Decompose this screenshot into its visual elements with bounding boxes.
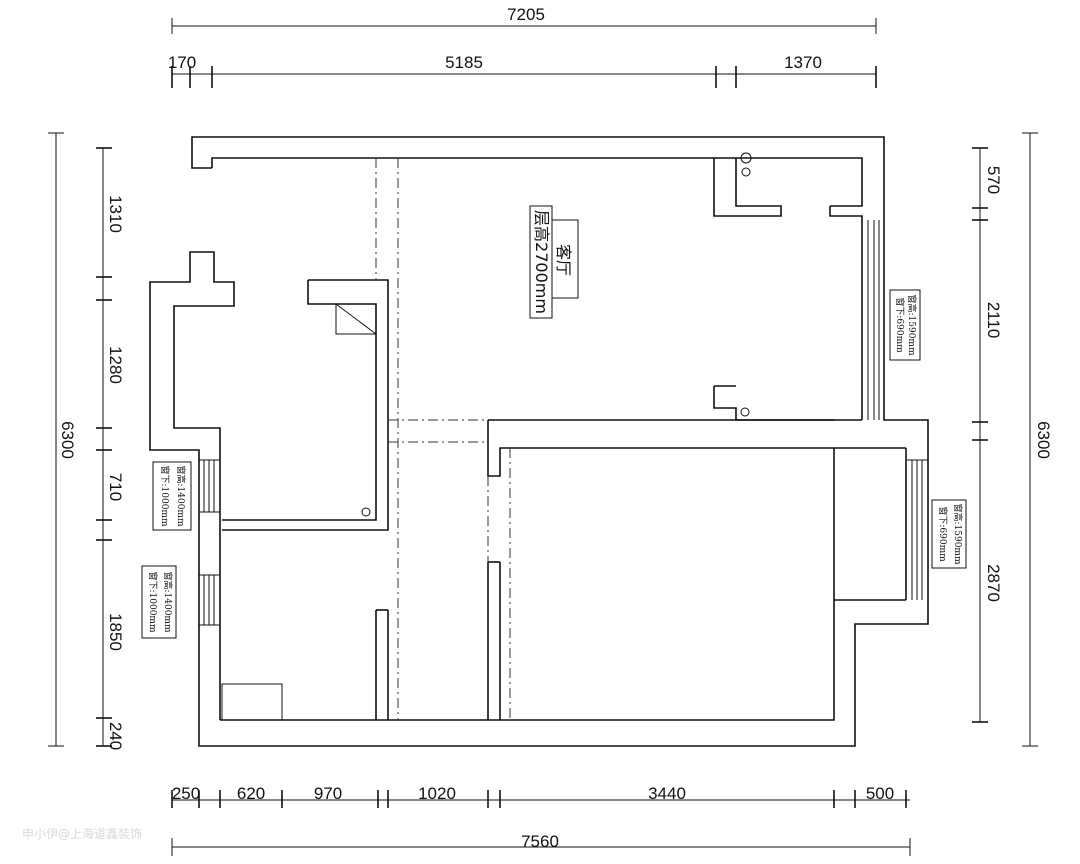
left-dimension-total: 6300	[48, 132, 77, 747]
note-lu-1: 窗下:1000mm	[159, 465, 171, 526]
window-right-lower	[906, 459, 928, 600]
watermark: 申小伊@上海道鑫装饰	[22, 826, 142, 841]
right-seg-2: 2110	[984, 302, 1003, 339]
right-seg-1: 570	[984, 166, 1003, 194]
exterior-walls	[149, 136, 929, 747]
window-note-right-lower: 窗下:690mm 窗高:1590mm	[931, 499, 967, 569]
note-ru-2: 窗高:1590mm	[906, 294, 918, 355]
bottom-dimension-segments: 250 620 970 1020 3440 500	[171, 784, 910, 808]
living-room-height: 层高2700mm	[532, 210, 551, 314]
top-seg-1: 170	[168, 53, 196, 72]
window-note-right-upper: 窗下:690mm 窗高:1590mm	[889, 289, 921, 361]
living-room-name: 客厅	[554, 244, 573, 276]
left-seg-1: 1310	[106, 195, 125, 233]
right-dimension-segments: 570 2110 2870	[972, 147, 1003, 723]
left-seg-3: 710	[106, 473, 125, 501]
top-dimension-total: 7205	[171, 5, 877, 34]
living-room-label: 层高2700mm 客厅	[529, 205, 579, 319]
top-dimension-segments: 170 5185 1370	[168, 53, 877, 88]
right-seg-3: 2870	[984, 564, 1003, 602]
bottom-seg-2: 620	[237, 784, 265, 803]
window-note-left-upper: 窗下:1000mm 窗高:1400mm	[152, 461, 192, 531]
opening-lines	[375, 158, 511, 720]
window-left-upper	[199, 459, 220, 513]
note-rl-2: 窗高:1590mm	[952, 503, 964, 564]
note-ll-1: 窗下:1000mm	[147, 571, 159, 632]
left-seg-4: 1850	[106, 613, 125, 651]
top-total-label: 7205	[507, 5, 545, 24]
left-total-label: 6300	[58, 421, 77, 459]
note-ll-2: 窗高:1400mm	[162, 571, 174, 632]
note-lu-2: 窗高:1400mm	[175, 465, 187, 526]
left-dimension-segments: 1310 1280 710 1850 240	[96, 147, 125, 750]
right-total-label: 6300	[1034, 421, 1053, 459]
window-note-left-lower: 窗下:1000mm 窗高:1400mm	[141, 565, 177, 639]
bottom-total-label: 7560	[521, 832, 559, 851]
bottom-seg-1: 250	[172, 784, 200, 803]
window-left-lower	[199, 574, 220, 626]
window-right-upper	[867, 220, 880, 420]
left-seg-5: 240	[106, 722, 125, 750]
bottom-seg-4: 1020	[418, 784, 456, 803]
top-seg-2: 5185	[445, 53, 483, 72]
bottom-seg-3: 970	[314, 784, 342, 803]
interior-walls	[221, 152, 862, 721]
bottom-seg-5: 3440	[648, 784, 686, 803]
left-seg-2: 1280	[106, 346, 125, 384]
note-ru-1: 窗下:690mm	[894, 297, 906, 353]
bottom-seg-6: 500	[866, 784, 894, 803]
note-rl-1: 窗下:690mm	[937, 506, 949, 562]
right-dimension-total: 6300	[1022, 132, 1053, 747]
bottom-dimension-total: 7560	[171, 832, 911, 856]
top-seg-3: 1370	[784, 53, 822, 72]
